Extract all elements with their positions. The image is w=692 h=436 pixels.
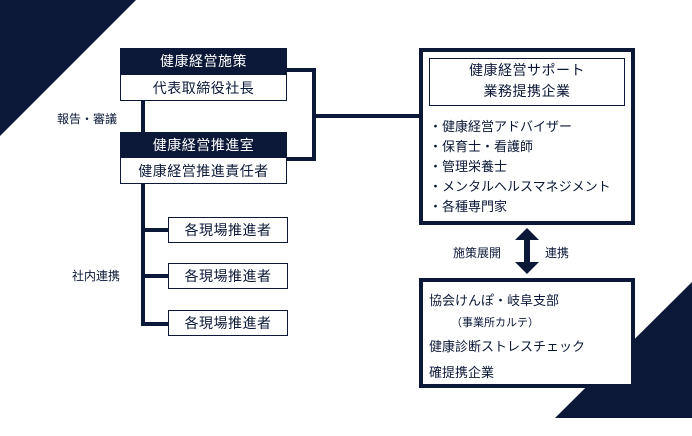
policy-header: 健康経営施策 [120,48,287,74]
branch-site-2 [141,274,169,278]
partner-companies-line: 確提携企業 [429,366,495,381]
list-item: ・健康経営アドバイザー [429,120,573,135]
site-promoter-box: 各現場推進者 [168,310,288,336]
office-chart-line: （事業所カルテ） [451,316,539,329]
list-item: ・保育士・看護師 [429,140,534,155]
kyokai-kenpo-line: 協会けんぽ・岐阜支部 [429,294,560,309]
top-left-triangle [0,0,136,136]
health-check-line: 健康診断ストレスチェック [429,340,586,355]
support-partners-box: 健康経営サポート 業務提携企業 ・健康経営アドバイザー ・保育士・看護師 ・管理… [419,48,635,225]
support-items-list: ・健康経営アドバイザー ・保育士・看護師 ・管理栄養士 ・メンタルヘルスマネジメ… [429,118,611,218]
ceo-box: 代表取締役社長 [120,74,287,101]
connector-policy-to-promotion [141,101,145,132]
connector-promotion-to-sites [141,184,145,326]
promotion-manager-box: 健康経営推進責任者 [120,157,287,184]
support-partners-title: 健康経営サポート 業務提携企業 [429,58,625,106]
report-review-label: 報告・審議 [57,112,118,126]
support-title-line1: 健康経営サポート [469,63,585,79]
support-title-line2: 業務提携企業 [483,84,571,100]
branch-site-3 [141,322,169,326]
list-item: ・各種専門家 [429,200,508,215]
collaboration-label: 連携 [545,246,570,260]
promotion-office-header: 健康経営推進室 [120,132,287,157]
site-promoter-box: 各現場推進者 [168,263,288,289]
site-promoter-box: 各現場推進者 [168,217,288,243]
connector-policy-right [287,68,316,72]
internal-collab-label: 社内連携 [72,269,121,283]
policy-rollout-label: 施策展開 [453,246,502,260]
branch-site-1 [141,228,169,232]
list-item: ・管理栄養士 [429,160,508,175]
double-arrow-icon [515,228,539,274]
external-partner-box: 協会けんぽ・岐阜支部 （事業所カルテ） 健康診断ストレスチェック 確提携企業 [419,278,635,388]
connector-to-support [312,114,420,118]
connector-promotion-right [287,157,316,161]
list-item: ・メンタルヘルスマネジメント [429,180,611,195]
